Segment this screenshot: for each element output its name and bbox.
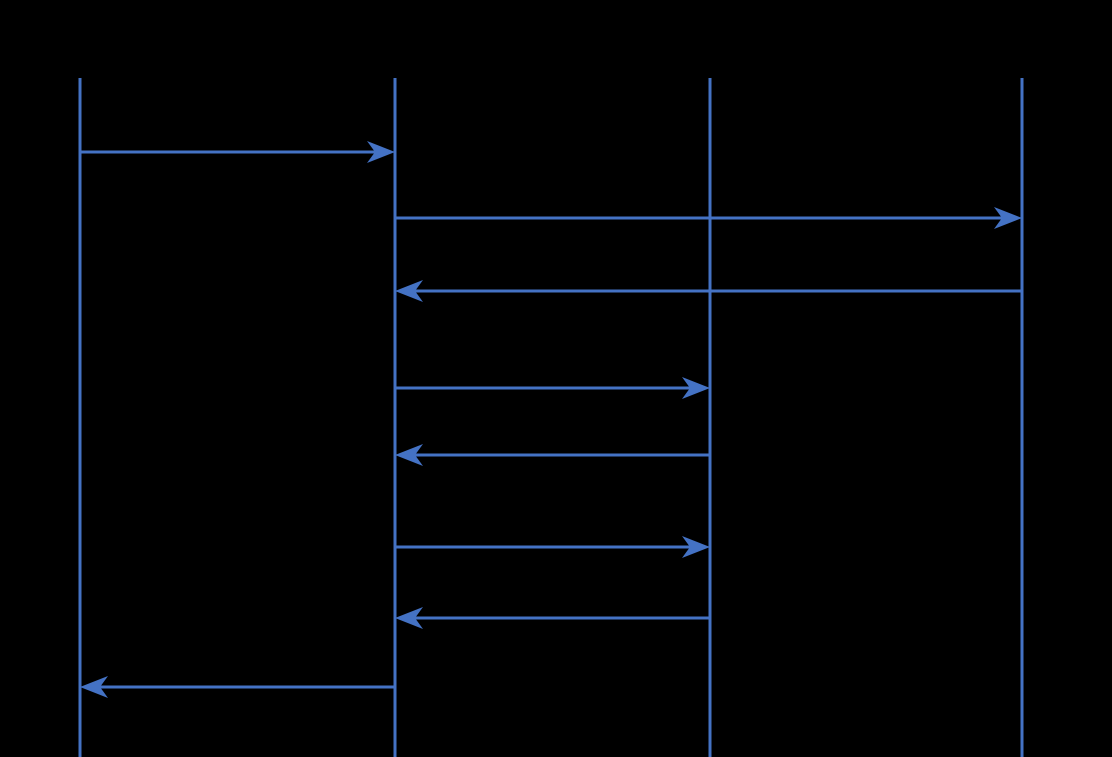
message-8 (80, 676, 395, 698)
message-5-arrowhead-icon (395, 444, 423, 466)
message-2 (395, 207, 1022, 229)
message-2-arrowhead-icon (994, 207, 1022, 229)
message-6-arrowhead-icon (682, 536, 710, 558)
message-7 (395, 607, 710, 629)
message-1 (80, 141, 395, 163)
message-4-arrowhead-icon (682, 377, 710, 399)
message-3-arrowhead-icon (395, 280, 423, 302)
message-3 (395, 280, 1022, 302)
message-5 (395, 444, 710, 466)
message-4 (395, 377, 710, 399)
message-8-arrowhead-icon (80, 676, 108, 698)
message-7-arrowhead-icon (395, 607, 423, 629)
message-6 (395, 536, 710, 558)
message-1-arrowhead-icon (367, 141, 395, 163)
